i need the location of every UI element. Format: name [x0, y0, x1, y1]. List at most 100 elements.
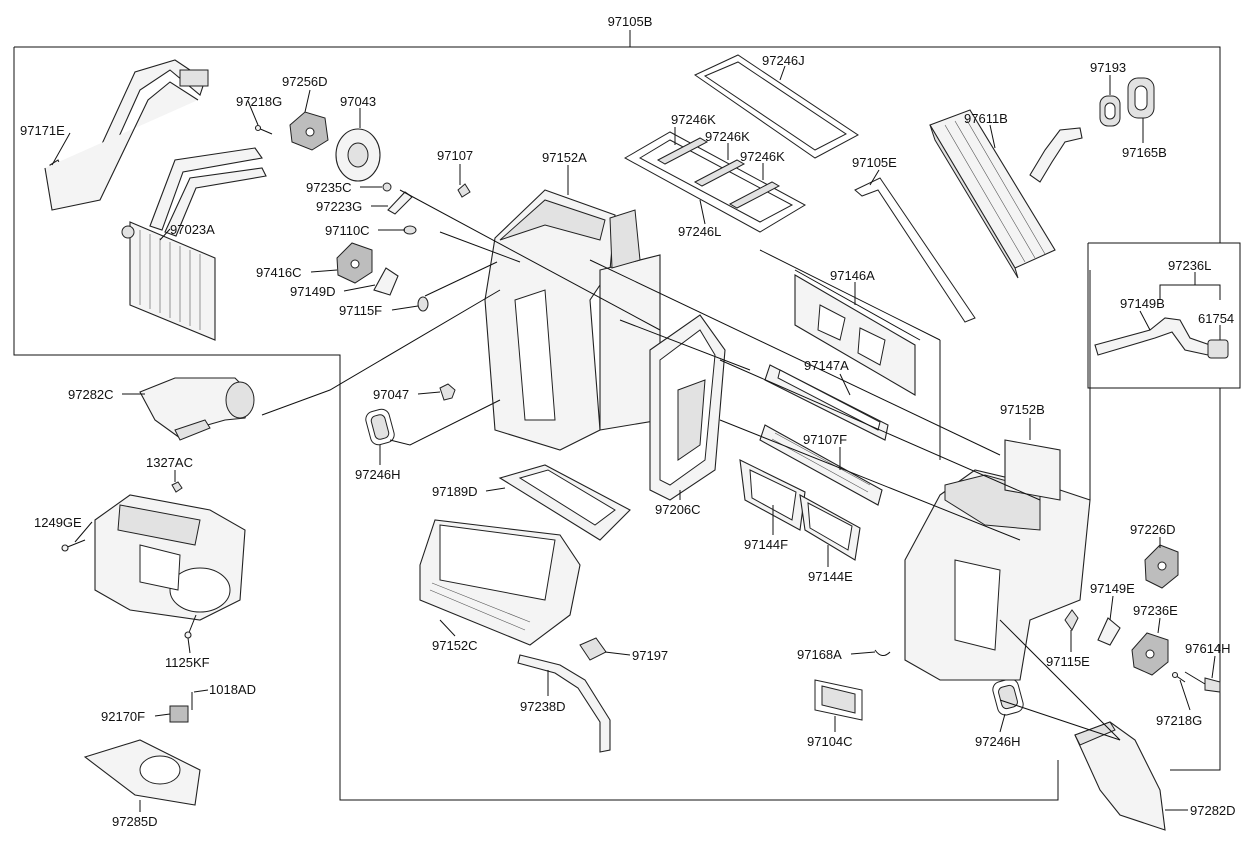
blower-unit: [94, 494, 246, 621]
hvac-case-97152a: [484, 189, 661, 451]
label-1018AD: 1018AD: [209, 682, 256, 697]
label-97168A: 97168A: [797, 647, 842, 662]
label-97218G: 97218G: [236, 94, 282, 109]
label-97223G: 97223G: [316, 199, 362, 214]
valve-61754: [1207, 339, 1229, 359]
label-1125KF: 1125KF: [165, 655, 210, 670]
lever-97149e: [1097, 617, 1121, 646]
evaporator-97611b: [929, 109, 1083, 279]
duct-97282d: [1074, 721, 1166, 831]
label-97206C: 97206C: [655, 502, 701, 517]
door-97107f: [759, 424, 883, 506]
label-97149D: 97149D: [290, 284, 336, 299]
clip-97115f: [417, 296, 429, 312]
label-97193: 97193: [1090, 60, 1126, 75]
assembly-outline: [13, 30, 1241, 801]
label-97146A: 97146A: [830, 268, 875, 283]
lever-97149d: [373, 267, 399, 296]
tray-97189d: [498, 464, 631, 541]
label-97023A: 97023A: [170, 222, 215, 237]
door-97144f: [739, 459, 806, 531]
label-97171E: 97171E: [20, 123, 65, 138]
label-97416C: 97416C: [256, 265, 302, 280]
label-97282D: 97282D: [1190, 803, 1236, 818]
door-97146a: [794, 269, 921, 396]
label-97105B: 97105B: [608, 14, 653, 29]
filter-97246l: [623, 131, 807, 233]
seal-97165b: [1127, 77, 1155, 119]
label-97246H-right: 97246H: [975, 734, 1021, 749]
grommet-97197: [579, 637, 607, 661]
seal-strip-97105e: [854, 177, 976, 323]
label-97614H: 97614H: [1185, 641, 1231, 656]
label-97189D: 97189D: [432, 484, 478, 499]
label-97246K-2: 97246K: [705, 129, 750, 144]
label-97047: 97047: [373, 387, 409, 402]
hose-97149b: [1094, 317, 1211, 356]
label-97152B: 97152B: [1000, 402, 1045, 417]
clip-97115e: [1064, 609, 1079, 631]
label-97104C: 97104C: [807, 734, 853, 749]
screw-1327ac: [171, 481, 183, 493]
label-97144E: 97144E: [808, 569, 853, 584]
label-97238D: 97238D: [520, 699, 566, 714]
label-97246H-left: 97246H: [355, 467, 401, 482]
label-97165B: 97165B: [1122, 145, 1167, 160]
module-92170f: [169, 705, 189, 723]
label-97282C: 97282C: [68, 387, 114, 402]
seal-97193: [1099, 95, 1121, 127]
panel-97285d: [83, 739, 201, 806]
label-97236L: 97236L: [1168, 258, 1211, 273]
label-97105E: 97105E: [852, 155, 897, 170]
label-97226D: 97226D: [1130, 522, 1176, 537]
nut-97047: [439, 383, 456, 401]
clip-97107: [457, 183, 471, 198]
actuator-97226d: [1144, 544, 1179, 589]
label-1327AC: 1327AC: [146, 455, 193, 470]
blower-part-97043: [335, 128, 381, 182]
hvac-case-97152b: [904, 439, 1091, 681]
label-97107F: 97107F: [803, 432, 847, 447]
actuator-97236e: [1131, 632, 1169, 676]
filter-frame-97246j: [693, 54, 859, 159]
duct-97282c: [139, 377, 255, 441]
separator-97206c: [649, 314, 726, 501]
heater-core-97023a: [121, 147, 267, 341]
label-97246L: 97246L: [678, 224, 721, 239]
label-97235C: 97235C: [306, 180, 352, 195]
lower-case-97152c: [419, 519, 581, 646]
label-97285D: 97285D: [112, 814, 158, 829]
clip-97110c: [403, 225, 417, 235]
actuator-97256d: [289, 111, 329, 151]
label-97115F: 97115F: [339, 303, 382, 318]
label-97149B: 97149B: [1120, 296, 1165, 311]
link-97223g: [387, 191, 413, 215]
clip-97168a: [874, 649, 891, 656]
gasket-97104c: [814, 679, 863, 721]
label-97147A: 97147A: [804, 358, 849, 373]
screw-97218g-right: [1171, 671, 1186, 683]
label-97152A: 97152A: [542, 150, 587, 165]
part-labels: 97105B 97171E 97218G 97256D 97043 97023A…: [20, 14, 1236, 829]
label-97236E: 97236E: [1133, 603, 1178, 618]
label-97043: 97043: [340, 94, 376, 109]
door-97147a: [764, 364, 889, 441]
grommet-97235c: [382, 182, 392, 192]
actuator-97416c: [336, 242, 373, 284]
gasket-97246h-left: [365, 408, 395, 446]
label-97152C: 97152C: [432, 638, 478, 653]
label-97246K-3: 97246K: [740, 149, 785, 164]
heater-pipe-97171e: [44, 59, 209, 211]
label-97144F: 97144F: [744, 537, 788, 552]
label-1249GE: 1249GE: [34, 515, 82, 530]
label-97246J: 97246J: [762, 53, 805, 68]
drain-hose-97238d: [517, 654, 611, 753]
label-97246K-1: 97246K: [671, 112, 716, 127]
leader-lines: [51, 65, 1221, 812]
label-97149E: 97149E: [1090, 581, 1135, 596]
gasket-97246h-right: [992, 678, 1024, 716]
door-97144e: [799, 493, 861, 561]
label-97110C: 97110C: [325, 223, 370, 238]
label-92170F: 92170F: [101, 709, 145, 724]
